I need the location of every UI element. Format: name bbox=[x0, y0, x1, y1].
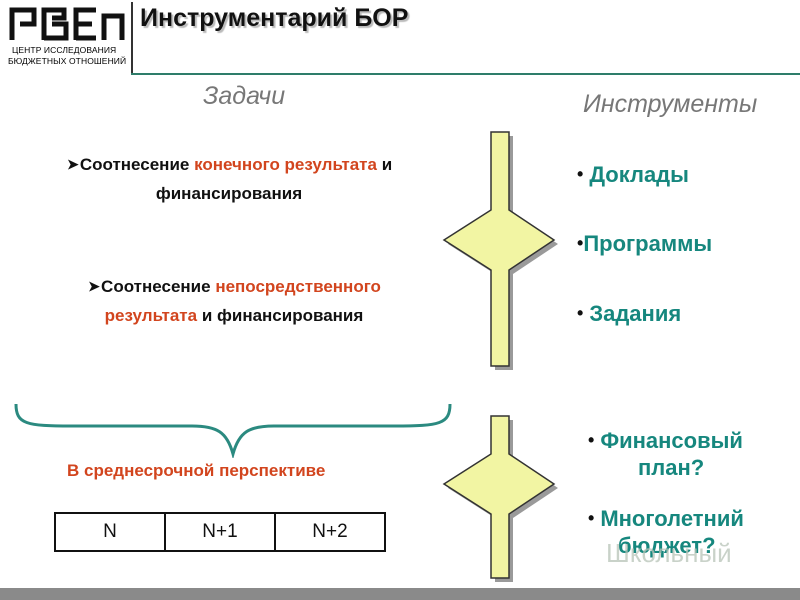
double-arrow-top-icon bbox=[442, 131, 558, 370]
watermark: Школьный bbox=[606, 538, 732, 568]
logo-mark-icon bbox=[9, 7, 125, 41]
tool-item-reports: •Доклады bbox=[577, 162, 689, 188]
tool-label: Доклады bbox=[589, 162, 689, 187]
task-item-direct-result: ➤Соотнесение непосредственного результат… bbox=[56, 272, 412, 330]
bullet-dot-icon: • bbox=[588, 430, 595, 450]
task-text: Соотнесение bbox=[79, 155, 195, 174]
task-text: и финансирования bbox=[197, 306, 364, 325]
year-cell: N+1 bbox=[164, 512, 276, 552]
medium-term-label: В среднесрочной перспективе bbox=[67, 461, 326, 480]
year-cell: N+2 bbox=[274, 512, 386, 552]
bullet-dot-icon: • bbox=[588, 508, 595, 528]
tool-item-programs: •Программы bbox=[577, 231, 712, 257]
tool-label: Задания bbox=[589, 301, 682, 326]
logo-subtitle-line2: БЮДЖЕТНЫХ ОТНОШЕНИЙ bbox=[8, 56, 127, 66]
header-vertical-divider bbox=[131, 2, 133, 74]
bottom-bar bbox=[0, 588, 800, 600]
task-text: Соотнесение bbox=[101, 277, 216, 296]
year-cell: N bbox=[54, 512, 166, 552]
curly-brace-icon bbox=[14, 403, 452, 458]
tool-label: Многолетний bbox=[600, 506, 744, 531]
task-item-final-result: ➤Соотнесение конечного результата и фина… bbox=[30, 150, 428, 208]
table-row: N N+1 N+2 bbox=[54, 512, 386, 552]
tasks-heading: Задачи bbox=[203, 82, 286, 110]
task-highlight: конечного результата bbox=[194, 155, 377, 174]
double-arrow-bottom-icon bbox=[442, 415, 558, 582]
tool-label-continued: бюджет? bbox=[618, 533, 716, 558]
header-horizontal-divider bbox=[131, 73, 800, 75]
arrow-bullet-icon: ➤ bbox=[66, 156, 79, 172]
bullet-dot-icon: • bbox=[577, 233, 584, 253]
tool-item-assignments: •Задания bbox=[577, 301, 681, 327]
page-title: Инструментарий БОР bbox=[140, 4, 409, 32]
tool-label: Программы bbox=[583, 231, 713, 256]
logo-subtitle-line1: ЦЕНТР ИССЛЕДОВАНИЯ bbox=[12, 45, 117, 55]
task-text: и финансирования bbox=[155, 155, 393, 203]
task-highlight: непосредственного результата bbox=[104, 277, 381, 325]
arrow-bullet-icon: ➤ bbox=[88, 278, 100, 294]
tools-heading: Инструменты bbox=[583, 90, 758, 118]
years-table: N N+1 N+2 bbox=[54, 512, 386, 552]
bullet-dot-icon: • bbox=[577, 164, 584, 184]
tool-item-multiyear-budget: •Многолетний бюджет? bbox=[588, 505, 744, 559]
tool-label-continued: план? bbox=[638, 455, 705, 480]
tool-item-financial-plan: •Финансовый план? bbox=[588, 427, 743, 481]
tool-label: Финансовый bbox=[600, 428, 743, 453]
bullet-dot-icon: • bbox=[577, 303, 584, 323]
